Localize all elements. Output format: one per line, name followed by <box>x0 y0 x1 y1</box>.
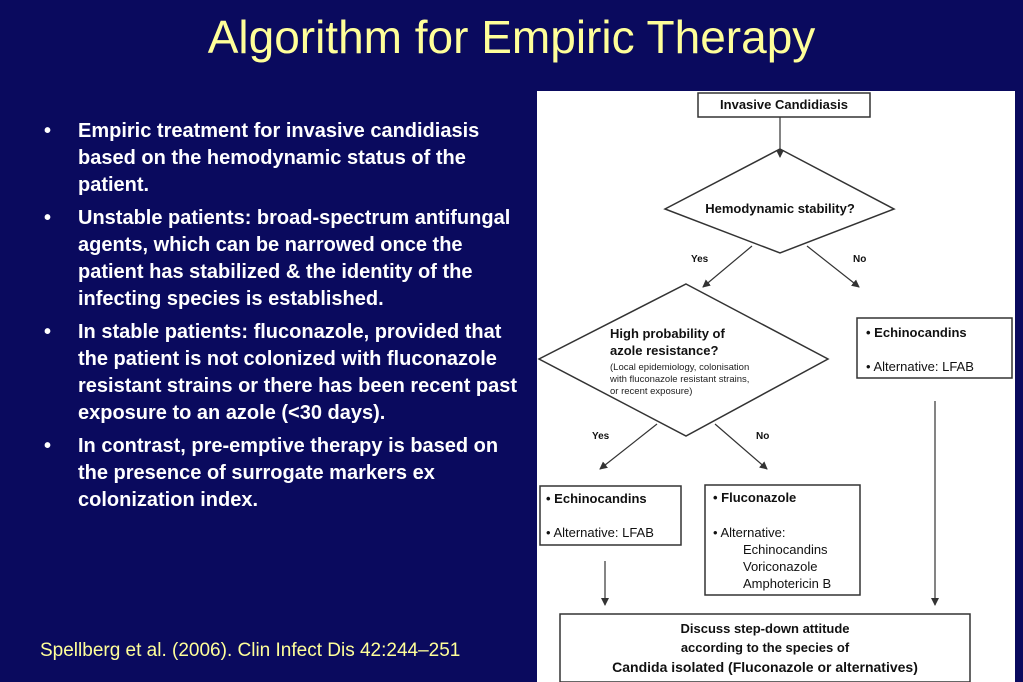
start-label: Invasive Candidiasis <box>720 97 848 112</box>
decision2-no-label: No <box>756 431 770 442</box>
bullet-marker: • <box>44 321 52 343</box>
decision2-diamond <box>537 283 830 437</box>
slide-title: Algorithm for Empiric Therapy <box>207 11 816 63</box>
arrow-decision2-yes <box>599 423 658 470</box>
flowchart-panel: Invasive Candidiasis Hemodynamic stabili… <box>537 91 1015 682</box>
bullet-text: Unstable patients: broad-spectrum antifu… <box>78 207 511 310</box>
decision2-line1: High probability of <box>610 326 725 341</box>
decision2-yes-label: Yes <box>592 431 610 442</box>
decision2-line2: azole resistance? <box>610 343 719 358</box>
final-box <box>559 613 971 682</box>
bullet-marker: • <box>44 207 52 229</box>
bullet-list: • Empiric treatment for invasive candidia… <box>40 118 520 520</box>
bullet-item: • In stable patients: fluconazole, provid… <box>40 319 520 427</box>
resistant-line2: • Alternative: LFAB <box>546 525 654 540</box>
fluconazole-box <box>704 484 861 596</box>
bullet-text: Empiric treatment for invasive candidias… <box>78 120 480 196</box>
decision1-diamond <box>663 148 896 254</box>
decision1-no-label: No <box>853 254 867 265</box>
unstable-line2: • Alternative: LFAB <box>866 359 974 374</box>
arrow-decision1-no <box>806 245 860 288</box>
unstable-box <box>856 317 1013 379</box>
decision2-note3: or recent exposure) <box>610 386 693 397</box>
decision2-note2: with fluconazole resistant strains, <box>610 374 750 385</box>
decision1-yes-label: Yes <box>691 254 709 265</box>
final-line3: Candida isolated (Fluconazole or alterna… <box>612 659 918 675</box>
bullet-item: • In contrast, pre-emptive therapy is bas… <box>40 433 520 514</box>
fluconazole-line1: • Fluconazole <box>713 490 797 505</box>
fluconazole-line2: • Alternative: <box>713 525 786 540</box>
bullet-marker: • <box>44 120 52 142</box>
bullet-item: • Unstable patients: broad-spectrum antif… <box>40 205 520 313</box>
final-line2: according to the species of <box>680 640 850 655</box>
resistant-box <box>539 485 682 546</box>
arrow-decision2-no <box>714 423 768 470</box>
bullet-marker: • <box>44 435 52 457</box>
decision2-note1: (Local epidemiology, colonisation <box>610 362 750 373</box>
bullet-text: In stable patients: fluconazole, provide… <box>78 321 518 424</box>
final-line1: Discuss step-down attitude <box>680 621 850 636</box>
arrow-decision1-yes <box>702 245 753 288</box>
bullet-item: • Empiric treatment for invasive candidia… <box>40 118 520 199</box>
start-box <box>697 92 871 118</box>
unstable-line1: • Echinocandins <box>866 325 967 340</box>
bullet-text: In contrast, pre-emptive therapy is base… <box>78 435 499 511</box>
fluconazole-alt2: Voriconazole <box>743 559 818 574</box>
citation: Spellberg et al. (2006). Clin Infect Dis… <box>40 640 461 661</box>
resistant-line1: • Echinocandins <box>546 491 647 506</box>
flowchart-shapes <box>537 92 1013 682</box>
fluconazole-alt3: Amphotericin B <box>743 576 832 591</box>
decision1-label: Hemodynamic stability? <box>705 201 855 216</box>
fluconazole-alt1: Echinocandins <box>743 542 828 557</box>
